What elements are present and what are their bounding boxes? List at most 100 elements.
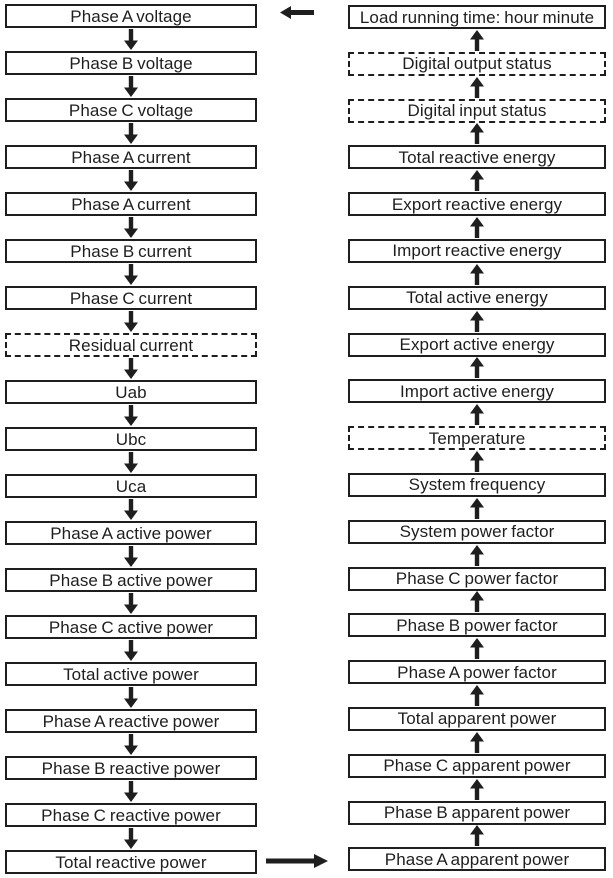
flow-box: Load running time: hour minute	[348, 5, 606, 29]
flow-box: Uca	[5, 474, 257, 498]
arrow-down-icon	[124, 264, 138, 285]
flow-box: Import reactive energy	[348, 238, 606, 263]
arrow-up-icon	[470, 357, 484, 379]
flow-box-label: Phase A voltage	[70, 6, 192, 26]
flow-box: Total reactive energy	[348, 145, 606, 170]
flow-box-label: Import reactive energy	[392, 241, 562, 261]
flow-box-label: Import active energy	[399, 381, 554, 401]
flow-box-label: Uca	[115, 476, 147, 496]
flow-box: System frequency	[348, 472, 606, 497]
flow-box: Total active energy	[348, 285, 606, 310]
flow-box-label: System power factor	[399, 522, 555, 542]
flow-box-label: Export reactive energy	[391, 194, 563, 214]
flow-box-label: Digital input status	[407, 101, 547, 121]
flow-box-label: Phase B active power	[49, 570, 213, 590]
flow-box-label: Phase C current	[69, 288, 193, 308]
flow-box: Phase B voltage	[5, 51, 257, 75]
flow-arrow	[348, 357, 606, 380]
flow-box: Phase B apparent power	[348, 800, 606, 825]
flow-arrow	[5, 28, 257, 51]
flow-box-label: Temperature	[428, 428, 526, 448]
arrow-down-icon	[124, 29, 138, 50]
flow-box-label: Total apparent power	[397, 709, 557, 729]
flow-arrow	[348, 684, 606, 707]
flow-box-label: Phase C reactive power	[41, 805, 221, 825]
loop-connector-top	[280, 6, 314, 19]
flow-box-label: Uab	[115, 382, 147, 402]
flow-box: Phase B active power	[5, 568, 257, 592]
flow-arrow	[5, 827, 257, 850]
flow-arrow	[5, 310, 257, 333]
flow-arrow	[348, 825, 606, 848]
arrow-down-icon	[124, 828, 138, 849]
flow-box: Uab	[5, 380, 257, 404]
arrow-up-icon	[470, 638, 484, 660]
flow-box-label: Phase C active power	[48, 617, 214, 637]
arrow-up-icon	[470, 825, 484, 847]
flow-arrow	[5, 686, 257, 709]
flow-box-label: Phase B power factor	[396, 615, 558, 635]
flow-arrow	[5, 75, 257, 98]
flow-arrow	[5, 451, 257, 474]
flow-arrow	[348, 591, 606, 614]
flow-box-label: System frequency	[408, 475, 546, 495]
arrow-up-icon	[470, 123, 484, 145]
flow-arrow	[348, 123, 606, 146]
flow-box: Ubc	[5, 427, 257, 451]
arrow-up-icon	[470, 731, 484, 753]
flow-arrow	[5, 592, 257, 615]
arrow-up-icon	[470, 591, 484, 613]
flow-arrow	[348, 216, 606, 239]
flow-box-label: Phase B current	[70, 241, 192, 261]
flow-box-label: Residual current	[68, 335, 194, 355]
flow-box-label: Phase B reactive power	[41, 758, 221, 778]
flow-box: Total apparent power	[348, 706, 606, 731]
flow-arrow	[348, 497, 606, 520]
flow-box-label: Phase B voltage	[69, 53, 193, 73]
flow-box-label: Phase A active power	[50, 523, 212, 543]
flow-box: Total reactive power	[5, 850, 257, 874]
flow-box-label: Total active power	[63, 664, 199, 684]
flow-arrow	[5, 733, 257, 756]
flow-box-label: Phase A current	[71, 194, 191, 214]
arrow-up-icon	[470, 685, 484, 707]
flow-box: Phase A reactive power	[5, 709, 257, 733]
arrow-up-icon	[470, 544, 484, 566]
flow-arrow	[348, 450, 606, 473]
arrow-up-icon	[470, 404, 484, 426]
flow-box-label: Total reactive power	[55, 852, 207, 872]
flow-box: Phase B power factor	[348, 613, 606, 638]
flow-box: Phase B current	[5, 239, 257, 263]
flow-box-label: Phase A apparent power	[384, 849, 570, 869]
arrow-down-icon	[124, 687, 138, 708]
flow-box: Phase A active power	[5, 521, 257, 545]
arrow-up-icon	[470, 263, 484, 285]
flow-box: Digital output status	[348, 51, 606, 76]
arrow-up-icon	[470, 29, 484, 51]
flow-box-label: Total active energy	[406, 288, 548, 308]
arrow-down-icon	[124, 123, 138, 144]
flow-box: Residual current	[5, 333, 257, 357]
arrow-up-icon	[470, 497, 484, 519]
flow-arrow	[348, 544, 606, 567]
flow-arrow	[5, 545, 257, 568]
flow-arrow	[5, 780, 257, 803]
arrow-down-icon	[124, 546, 138, 567]
flow-box-label: Digital output status	[402, 54, 552, 74]
flow-box: System power factor	[348, 519, 606, 544]
flow-arrow	[5, 169, 257, 192]
flow-box: Phase A apparent power	[348, 847, 606, 872]
arrow-down-icon	[124, 593, 138, 614]
flow-box-label: Phase A current	[71, 147, 191, 167]
flow-arrow	[5, 216, 257, 239]
flow-box: Phase C voltage	[5, 98, 257, 122]
arrow-up-icon	[470, 76, 484, 98]
arrow-right-icon	[266, 854, 328, 868]
flow-box: Phase B reactive power	[5, 756, 257, 780]
flow-arrow	[5, 263, 257, 286]
flow-arrow	[348, 29, 606, 52]
flow-box-label: Export active energy	[399, 335, 555, 355]
flow-arrow	[348, 169, 606, 192]
